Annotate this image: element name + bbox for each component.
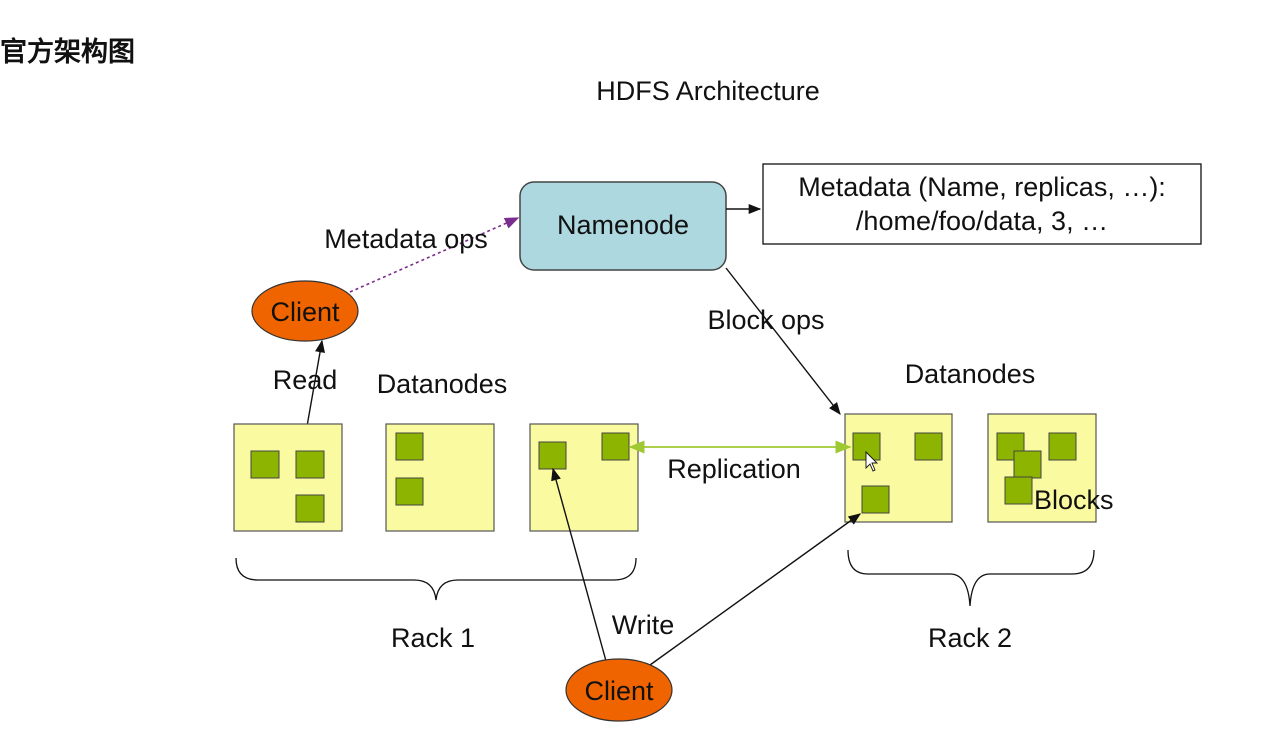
replication-label: Replication [667, 454, 801, 484]
datanodes-label-left: Datanodes [377, 369, 508, 399]
metadata-line-1: Metadata (Name, replicas, …): [798, 172, 1166, 202]
block [295, 494, 325, 523]
rack2-datanode-1[interactable] [844, 413, 953, 523]
rack1-brace [235, 557, 637, 601]
rack2-datanode-2[interactable] [987, 413, 1097, 523]
write-label: Write [612, 610, 675, 640]
client-bottom[interactable] [565, 658, 673, 722]
client-bottom-label: Client [584, 676, 654, 706]
write-arrow-rack1 [551, 467, 607, 662]
client-top[interactable] [251, 280, 359, 342]
block [1013, 450, 1042, 479]
block [295, 450, 325, 479]
blocks-label: Blocks [1034, 485, 1114, 515]
rack1-datanode-3[interactable] [529, 423, 639, 532]
namenode-label: Namenode [557, 210, 689, 240]
rack2-label: Rack 2 [928, 623, 1012, 653]
block-ops-label: Block ops [707, 305, 824, 335]
block [395, 477, 424, 506]
read-label: Read [273, 365, 338, 395]
block [538, 441, 567, 470]
metadata-ops-label: Metadata ops [324, 224, 488, 254]
block-ops-arrow [725, 267, 841, 415]
block [1048, 432, 1077, 461]
client-top-label: Client [270, 297, 340, 327]
rack1-datanode-1[interactable] [233, 423, 343, 532]
rack2-brace [847, 549, 1095, 607]
block [1004, 476, 1033, 505]
namenode-box[interactable] [519, 181, 727, 271]
block [395, 432, 424, 461]
rack1-datanode-2[interactable] [385, 423, 495, 532]
write-arrow-rack2 [649, 513, 862, 666]
datanodes-label-right: Datanodes [905, 359, 1036, 389]
read-arrow [305, 339, 326, 433]
metadata-line-2: /home/foo/data, 3, … [856, 206, 1108, 236]
block [914, 432, 943, 461]
metadata-ops-arrow [349, 217, 520, 293]
diagram-title: HDFS Architecture [596, 76, 820, 106]
block [861, 485, 890, 514]
mouse-cursor-icon [865, 450, 879, 472]
block [250, 450, 280, 479]
metadata-box [762, 163, 1202, 245]
rack1-label: Rack 1 [391, 623, 475, 653]
block [601, 432, 630, 461]
page-title: 官方架构图 [0, 37, 135, 68]
